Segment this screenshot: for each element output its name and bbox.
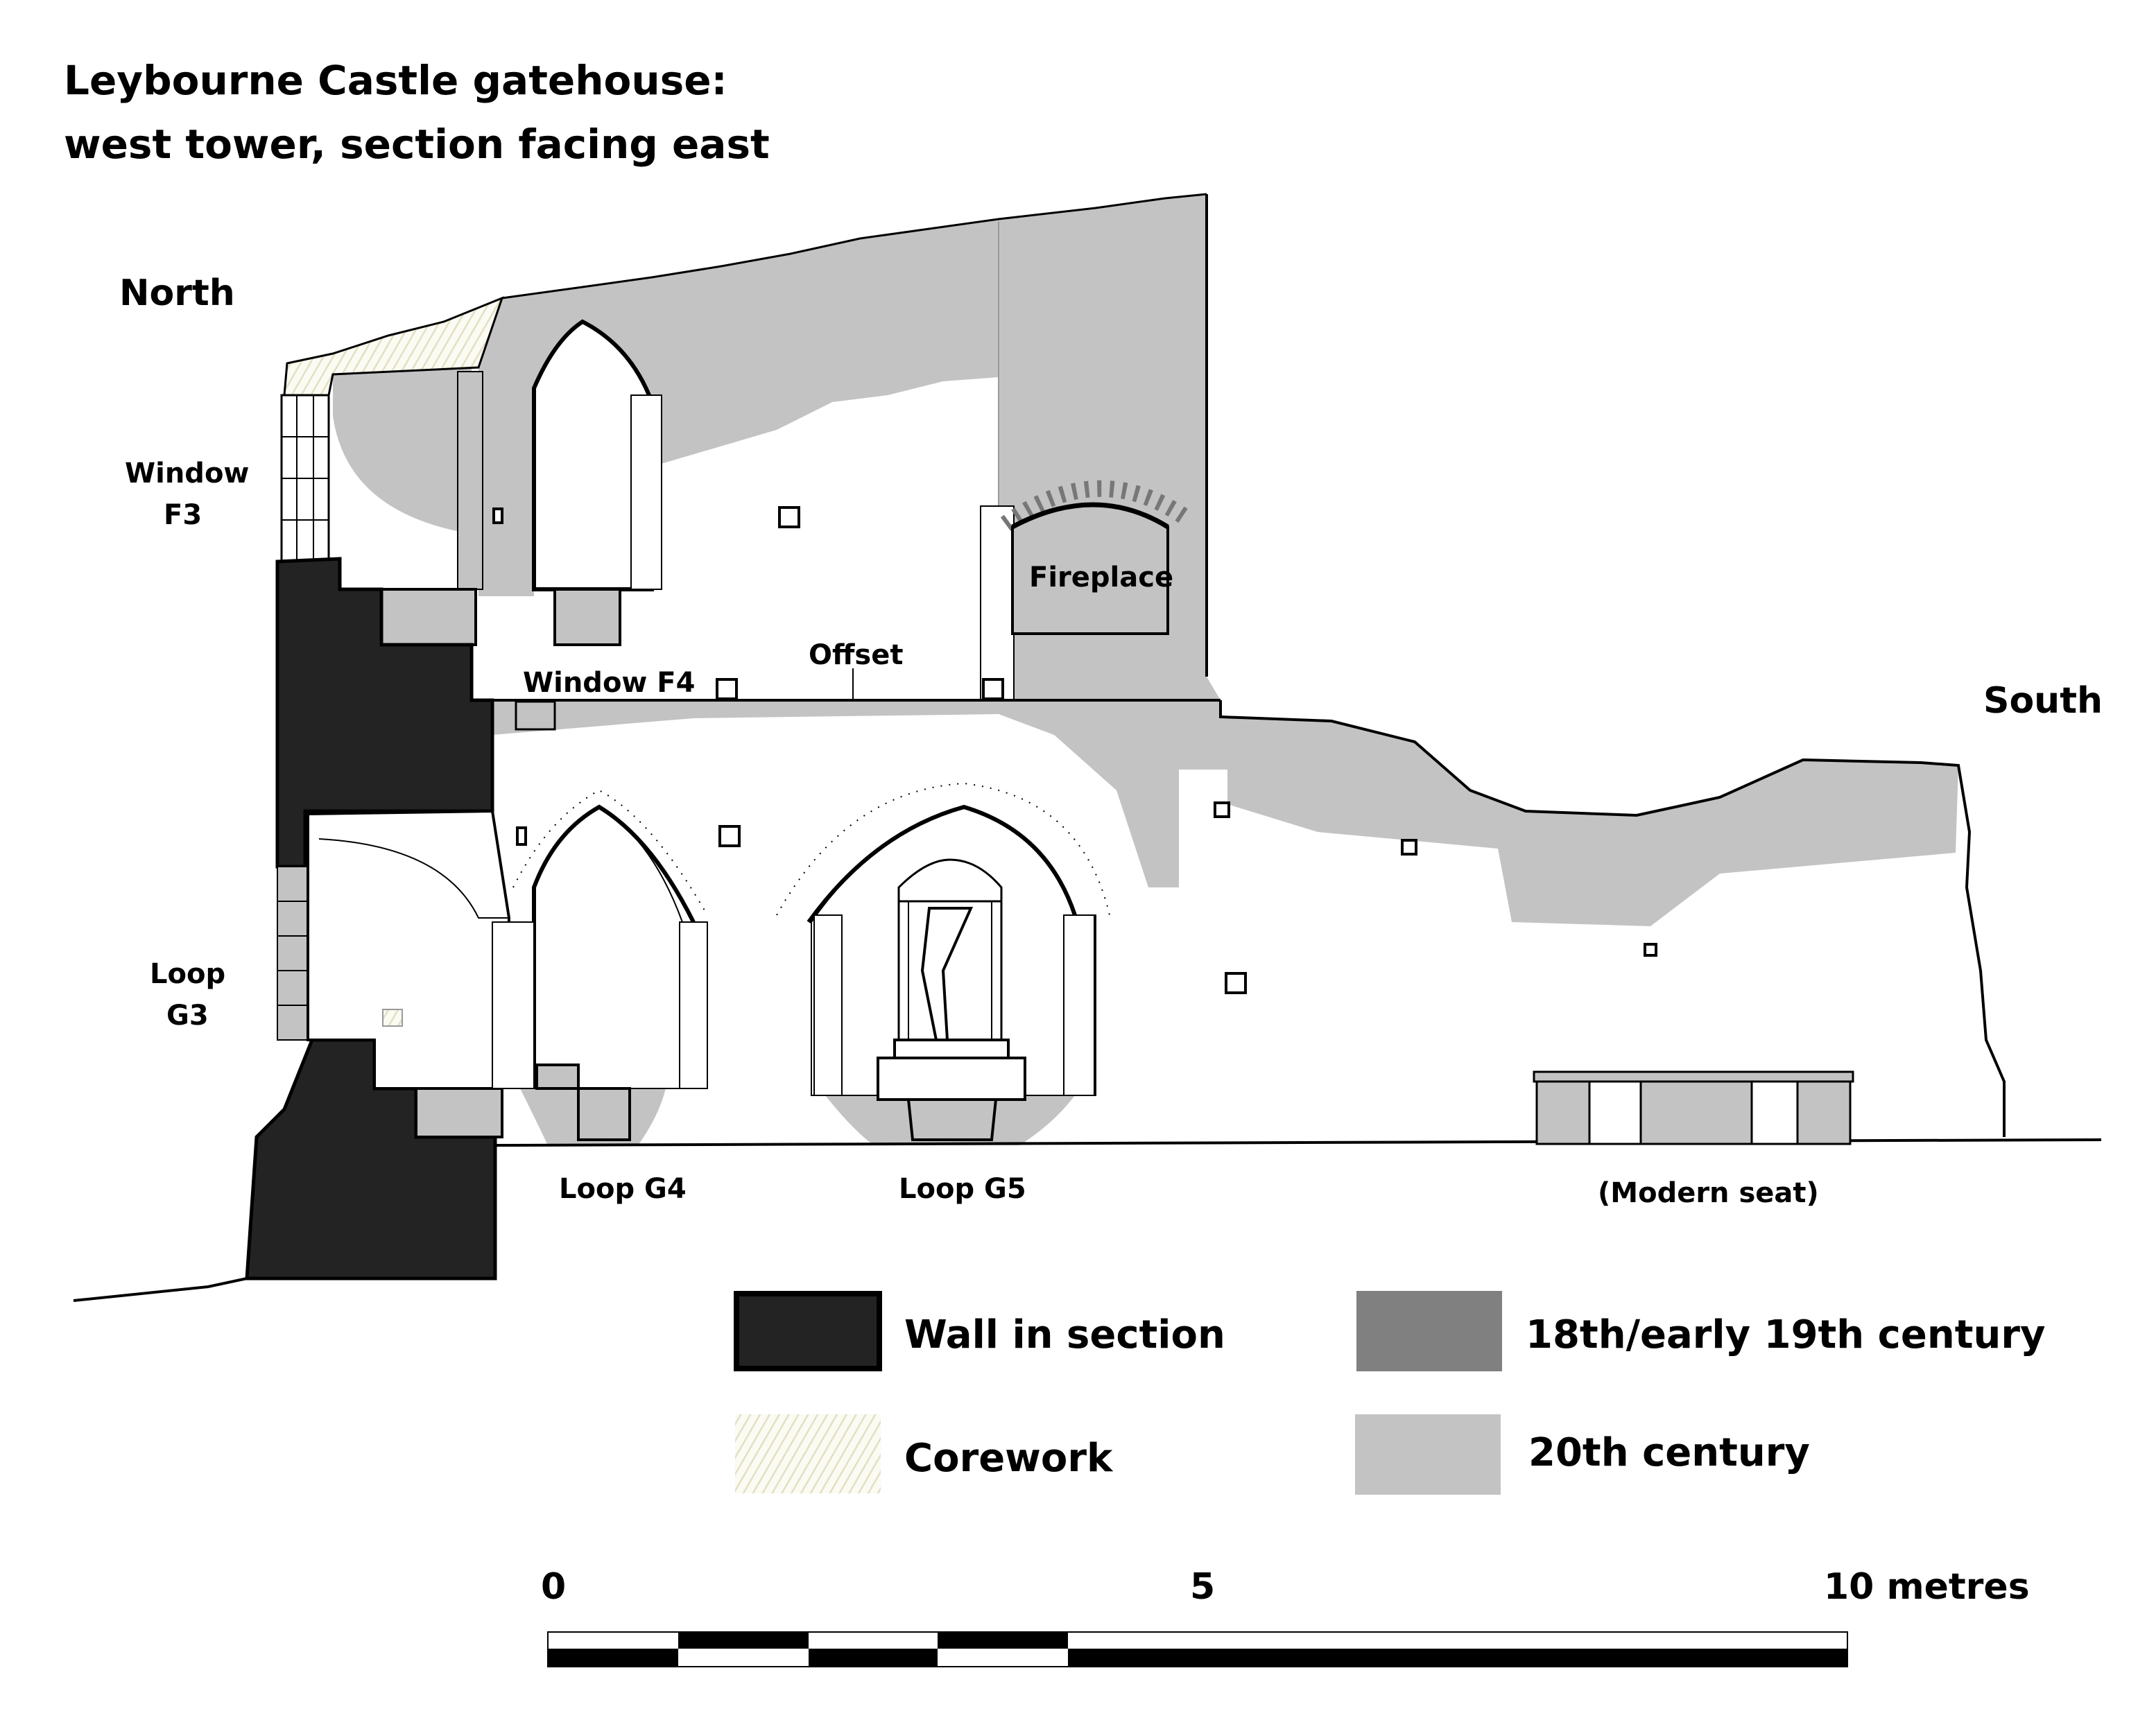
scale-segment [938,1632,1068,1649]
legend-label-18th-century: 18th/early 19th century [1526,1312,2045,1357]
window-f4-sill [515,700,556,731]
legend-swatch-20th-century [1355,1414,1501,1495]
window-f4-label: Window F4 [523,667,695,699]
scale-segment [678,1632,809,1649]
legend-swatch-18th-century [1356,1291,1502,1371]
fireplace-label: Fireplace [1029,562,1173,593]
window-f3-label-2: F3 [164,499,202,531]
putlog-hole [718,825,741,847]
window-f4 [380,319,662,646]
scale-segment [548,1649,678,1667]
scale-segment [1198,1649,1847,1667]
fireplace-jamb [980,505,1015,701]
scale-label-0: 0 [541,1566,566,1608]
corework-band [283,296,504,397]
putlog-hole [1644,943,1657,957]
lower-20th-century-masonry [492,702,1958,926]
title-line-2: west tower, section facing east [64,121,770,168]
ground-line [494,1138,2102,1147]
putlog-hole [492,507,503,524]
upper-left-recess-shading [333,367,472,534]
scale-segment [1068,1649,1198,1667]
scale-bar: 0 5 10 metres [541,1566,2030,1667]
scale-label-5: 5 [1190,1566,1215,1608]
window-f3 [280,394,330,563]
legend-swatch-corework [735,1414,881,1493]
putlog-hole [1214,801,1230,818]
putlog-hole [716,678,738,700]
title-line-1: Leybourne Castle gatehouse: [64,57,727,104]
putlog-hole [778,506,800,528]
modern-seat-label: (Modern seat) [1598,1177,1819,1209]
lower-profile-line [1219,700,2006,1137]
scale-label-10: 10 metres [1824,1566,2030,1608]
legend-swatch-wall [734,1291,882,1371]
putlog-hole [1225,972,1247,994]
south-label: South [1983,680,2103,722]
modern-seat [1533,1070,1854,1145]
loop-g5 [776,782,1110,1145]
north-label: North [119,272,235,314]
upper-profile-line [501,193,1207,300]
loop-g3-label-2: G3 [166,1000,209,1032]
loop-g4-label: Loop G4 [559,1173,687,1205]
fireplace [1000,480,1188,635]
ground-line-north [73,1277,248,1302]
legend-label-corework: Corework [904,1436,1114,1481]
putlog-hole [1401,839,1417,856]
loop-g3 [277,809,511,1138]
window-f3-label-1: Window [125,458,249,489]
putlog-holes [492,506,1657,994]
loop-g4 [492,789,708,1145]
putlog-hole [982,678,1004,700]
scale-segment [809,1649,938,1667]
loop-g3-label-1: Loop [150,958,225,990]
legend-label-wall: Wall in section [904,1312,1225,1357]
legend-label-20th-century: 20th century [1528,1430,1810,1475]
putlog-hole [516,826,527,846]
loop-g5-label: Loop G5 [899,1173,1026,1205]
offset-label: Offset [809,639,903,671]
legend: Wall in section 18th/early 19th century … [734,1291,2045,1495]
